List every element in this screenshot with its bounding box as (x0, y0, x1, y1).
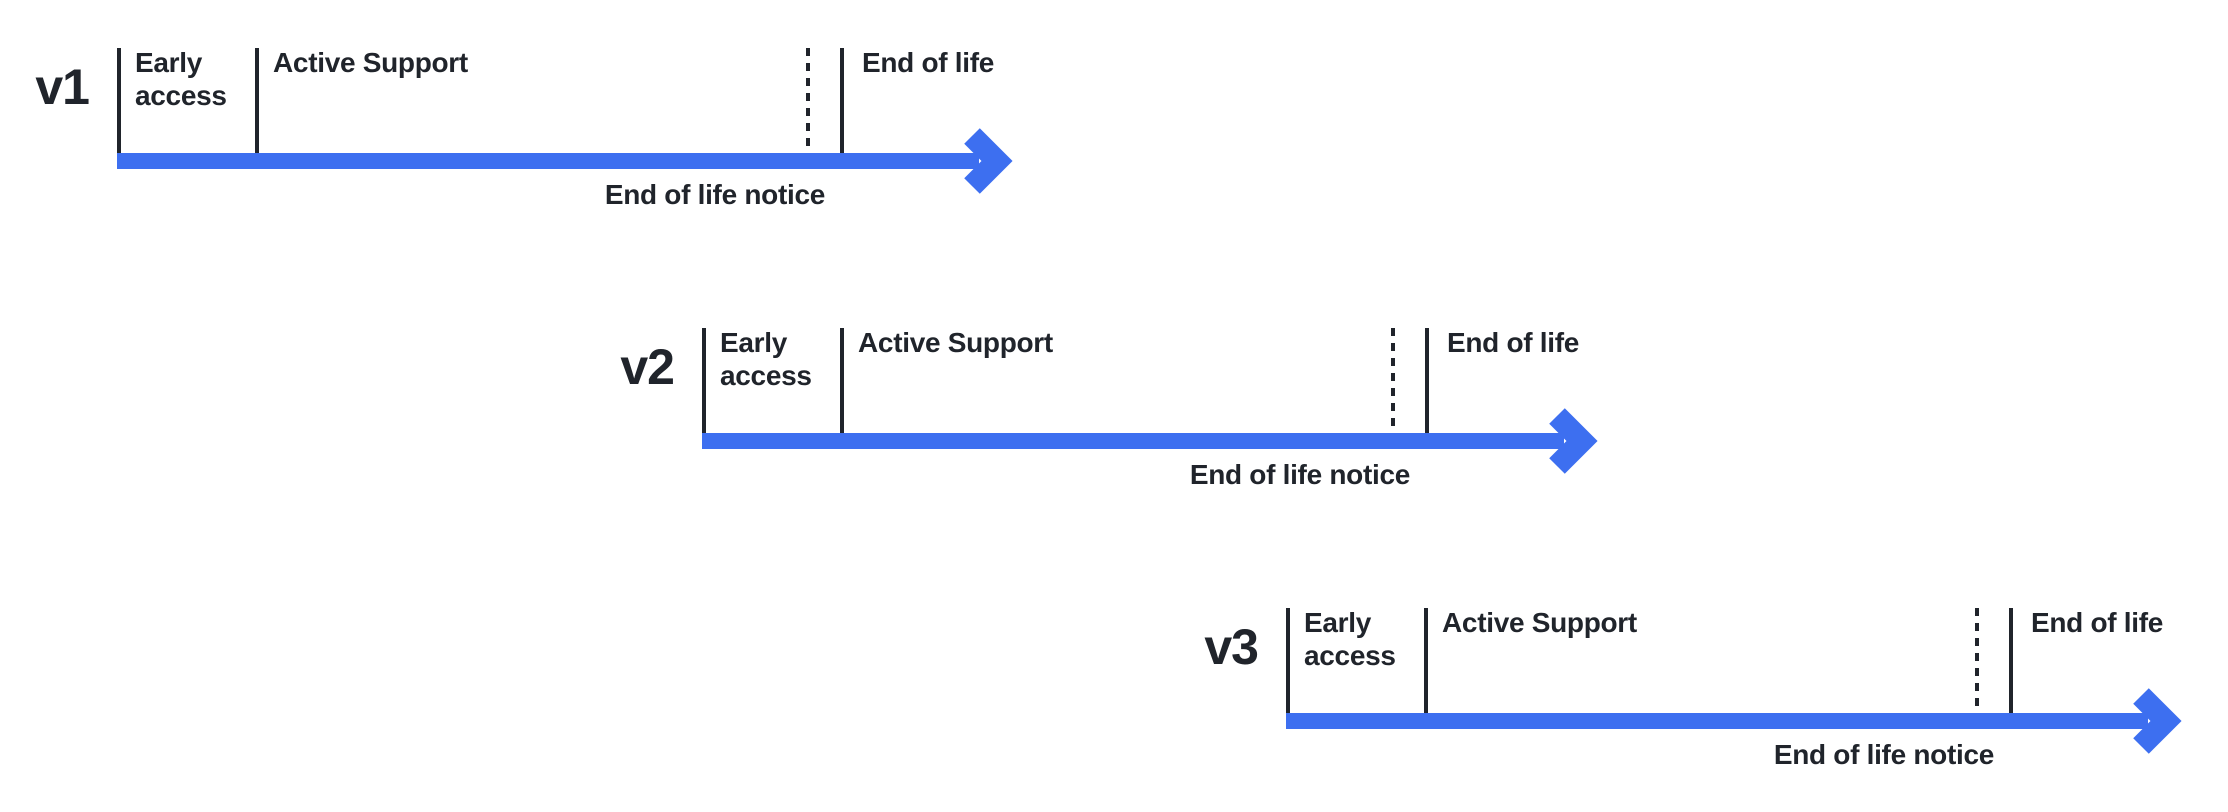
active-support-start-tick (1424, 608, 1428, 713)
end-of-life-tick (2009, 608, 2013, 713)
early-access-start-tick (117, 48, 121, 153)
arrow-right-icon (1549, 408, 1598, 474)
active-support-start-tick (255, 48, 259, 153)
early-access-label: Early access (720, 327, 812, 391)
active-support-label: Active Support (273, 47, 468, 78)
end-of-life-notice-label: End of life notice (604, 179, 825, 210)
end-of-life-notice-tick (806, 48, 810, 153)
active-support-label: Active Support (1442, 607, 1637, 638)
end-of-life-notice-tick (1975, 608, 1979, 713)
arrow-right-icon (2133, 688, 2182, 754)
timeline-row-v1: v1 Early access Active Support End of li… (35, 47, 1047, 223)
end-of-life-label: End of life (1447, 327, 1580, 358)
active-support-start-tick (840, 328, 844, 433)
arrow-right-icon (964, 128, 1013, 194)
end-of-life-tick (840, 48, 844, 153)
version-label: v3 (1204, 619, 1259, 675)
early-access-label: Early access (1304, 607, 1396, 671)
timeline-row-v3: v3 Early access Active Support End of li… (1204, 607, 2216, 783)
end-of-life-label: End of life (862, 47, 995, 78)
end-of-life-notice-label: End of life notice (1189, 459, 1410, 490)
timeline-arrow-shaft (117, 153, 979, 169)
early-access-start-tick (1286, 608, 1290, 713)
active-support-label: Active Support (858, 327, 1053, 358)
end-of-life-notice-tick (1391, 328, 1395, 433)
timeline-arrow-shaft (1286, 713, 2148, 729)
timeline-arrow-shaft (702, 433, 1564, 449)
version-label: v2 (620, 339, 675, 395)
end-of-life-tick (1425, 328, 1429, 433)
early-access-label: Early access (135, 47, 227, 111)
end-of-life-notice-label: End of life notice (1773, 739, 1994, 770)
version-label: v1 (35, 59, 90, 115)
early-access-start-tick (702, 328, 706, 433)
end-of-life-label: End of life (2031, 607, 2164, 638)
timeline-row-v2: v2 Early access Active Support End of li… (620, 327, 1632, 503)
